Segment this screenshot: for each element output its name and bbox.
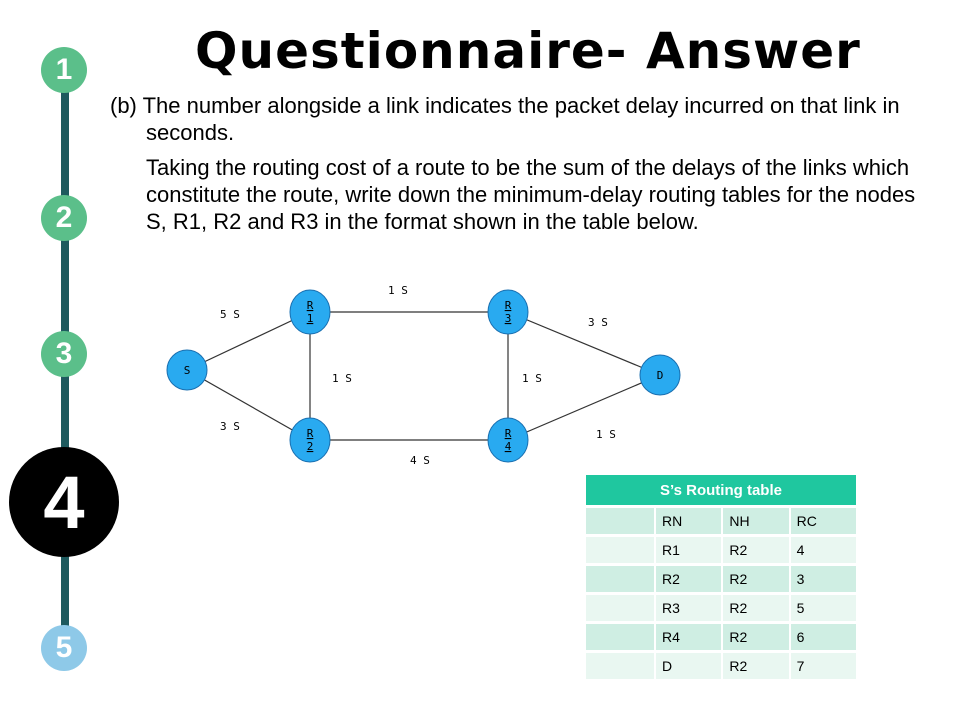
- routing-table-blank-cell: [586, 537, 654, 563]
- routing-table-column-header: NH: [721, 508, 789, 534]
- link-delay-label: 1 S: [332, 372, 352, 385]
- node-label-r2: R: [307, 427, 314, 440]
- link-delay-label: 1 S: [388, 284, 408, 297]
- node-d: [639, 354, 681, 396]
- node-r1: [289, 289, 331, 335]
- step-marker-2: 2: [41, 195, 87, 241]
- step-marker-4: 4: [9, 447, 119, 557]
- routing-table-cell: R2: [721, 537, 789, 563]
- routing-table-cell: R4: [654, 624, 722, 650]
- routing-table-cell: R2: [721, 653, 789, 679]
- routing-table-cell: R3: [654, 595, 722, 621]
- routing-table-cell: 5: [788, 595, 856, 621]
- routing-table-column-header: RC: [788, 508, 856, 534]
- node-label-r3: 3: [505, 312, 512, 325]
- routing-table-blank-cell: [586, 595, 654, 621]
- routing-table-title: S’s Routing table: [586, 475, 856, 505]
- link-s-r2: [186, 369, 311, 441]
- link-delay-label: 4 S: [410, 454, 430, 467]
- link-delay-label: 3 S: [220, 420, 240, 433]
- routing-table-cell: 3: [788, 566, 856, 592]
- link-delay-label: 5 S: [220, 308, 240, 321]
- node-label-r1: 1: [307, 312, 314, 325]
- link-delay-label: 3 S: [588, 316, 608, 329]
- routing-table-blank-cell: [586, 653, 654, 679]
- node-label-r1: R: [307, 299, 314, 312]
- routing-table-cell: R2: [654, 566, 722, 592]
- node-label-r4: 4: [505, 440, 512, 453]
- step-marker-3: 3: [41, 331, 87, 377]
- link-delay-label: 1 S: [522, 372, 542, 385]
- routing-table-cell: R2: [721, 595, 789, 621]
- link-r4-d: [507, 374, 661, 441]
- routing-table-cell: R2: [721, 624, 789, 650]
- step-marker-1: 1: [41, 47, 87, 93]
- routing-table-cell: 7: [788, 653, 856, 679]
- node-r2: [289, 417, 331, 463]
- link-s-r1: [186, 311, 311, 371]
- node-r4: [487, 417, 529, 463]
- node-r3: [487, 289, 529, 335]
- question-paragraph-1: (b) The number alongside a link indicate…: [110, 93, 900, 145]
- routing-table-cell: D: [654, 653, 722, 679]
- node-s: [166, 349, 208, 391]
- step-marker-5: 5: [41, 625, 87, 671]
- node-label-r3: R: [505, 299, 512, 312]
- routing-table-column-header: RN: [654, 508, 722, 534]
- routing-table-cell: R1: [654, 537, 722, 563]
- link-delay-label: 1 S: [596, 428, 616, 441]
- routing-table-blank-cell: [586, 508, 654, 534]
- slide-title: Questionnaire- Answer: [195, 22, 861, 80]
- node-label-r4: R: [505, 427, 512, 440]
- link-r3-d: [507, 311, 661, 376]
- routing-table-blank-cell: [586, 566, 654, 592]
- routing-table-blank-cell: [586, 624, 654, 650]
- routing-table-cell: 4: [788, 537, 856, 563]
- node-label-s: S: [184, 364, 191, 377]
- routing-table-cell: 6: [788, 624, 856, 650]
- node-label-d: D: [657, 369, 664, 382]
- node-label-r2: 2: [307, 440, 314, 453]
- question-paragraph-2: Taking the routing cost of a route to be…: [146, 155, 916, 234]
- routing-table-cell: R2: [721, 566, 789, 592]
